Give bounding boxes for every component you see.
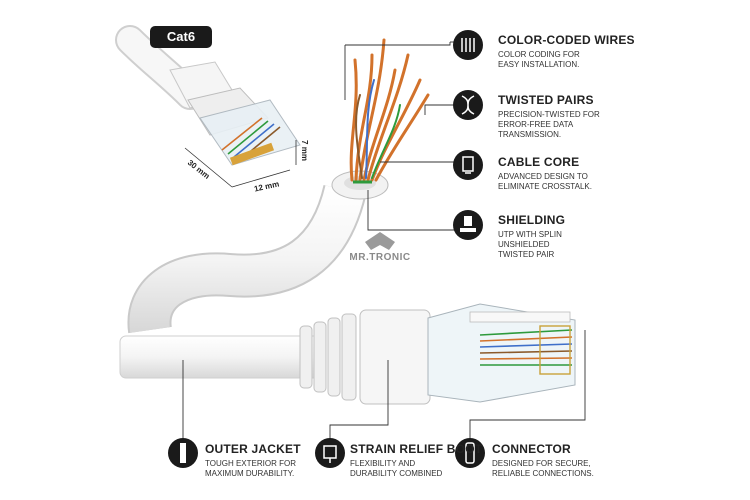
- lower-cable: [119, 335, 321, 379]
- brand-logo: [365, 232, 395, 250]
- cable-core-icon: [453, 150, 483, 180]
- strain-relief-icon: [315, 438, 345, 468]
- twisted-wires: [349, 38, 430, 182]
- feature-title: OUTER JACKET: [205, 442, 301, 456]
- strain-relief-boot: [299, 309, 431, 405]
- twisted-pair-icon: [453, 90, 483, 120]
- top-connector: [169, 61, 301, 166]
- connector-icon: [455, 438, 485, 468]
- brand-name: MR.TRONIC: [349, 252, 411, 263]
- feature-desc: DESIGNED FOR SECURE,RELIABLE CONNECTIONS…: [492, 459, 594, 478]
- feature-title: SHIELDING: [498, 213, 566, 227]
- cat6-badge: Cat6: [150, 26, 212, 48]
- feature-title: STRAIN RELIEF BOOT: [350, 442, 483, 456]
- dimension-height: 7 mm: [299, 140, 309, 161]
- feature-title: CONNECTOR: [492, 442, 571, 456]
- rj45-connector: [427, 303, 576, 403]
- outer-jacket-icon: [168, 438, 198, 468]
- feature-title: COLOR-CODED WIRES: [498, 33, 635, 47]
- wires-icon: [453, 30, 483, 60]
- feature-title: TWISTED PAIRS: [498, 93, 594, 107]
- shielding-icon: [453, 210, 483, 240]
- feature-connector: CONNECTOR DESIGNED FOR SECURE,RELIABLE C…: [492, 442, 594, 479]
- feature-title: CABLE CORE: [498, 155, 580, 169]
